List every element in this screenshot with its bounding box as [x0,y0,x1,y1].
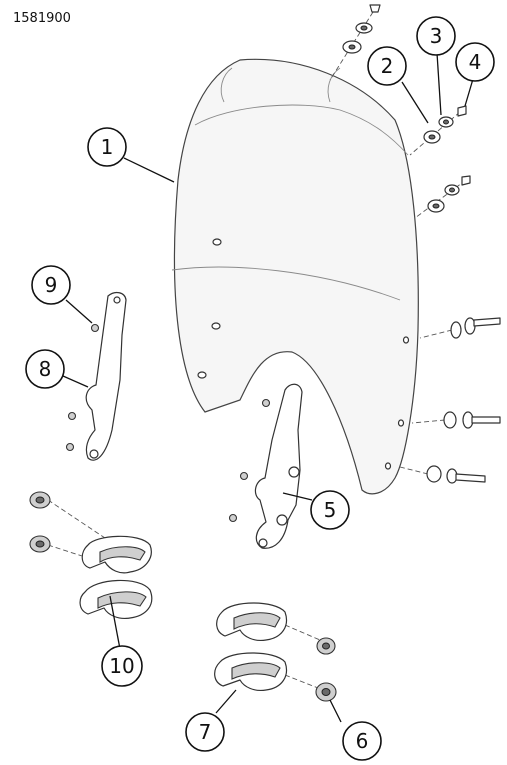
mounting-hardware-right-upper [409,105,467,156]
right-mounting-bracket [228,383,303,549]
part-reference-number: 1581900 [13,11,71,26]
callout-2: 2 [367,46,407,86]
bolt-stack-right-lower [399,465,486,484]
callout-5-label: 5 [324,498,337,522]
callout-2-label: 2 [381,54,394,78]
callout-6: 6 [342,721,382,761]
callout-7-label: 7 [199,720,212,744]
callout-5: 5 [310,490,350,530]
upper-hardware-stack [329,4,381,81]
windshield [171,58,419,495]
callout-8: 8 [25,349,65,389]
callout-8-label: 8 [39,357,52,381]
mounting-hardware-right-second [414,175,471,219]
bolt-stack-right-middle [411,411,501,429]
callout-1: 1 [87,127,127,167]
callout-10: 10 [101,645,143,687]
callout-1-label: 1 [101,135,114,159]
clamp-assembly-lower-upper [216,602,336,655]
callout-10-label: 10 [109,654,134,678]
callout-9: 9 [31,265,71,305]
left-mounting-bracket [65,291,127,461]
callout-3-label: 3 [430,24,443,48]
callout-4: 4 [455,42,495,82]
clamp-assembly-lower-lower [214,652,337,702]
callout-7: 7 [185,712,225,752]
clamp-assembly-left-upper [29,491,152,574]
callout-6-label: 6 [356,729,369,753]
clamp-assembly-left-lower [79,579,153,620]
leader-lines [62,52,474,723]
bolt-stack-right-upper [419,317,501,339]
callout-4-label: 4 [469,50,482,74]
callout-3: 3 [416,16,456,56]
callout-9-label: 9 [45,273,58,297]
